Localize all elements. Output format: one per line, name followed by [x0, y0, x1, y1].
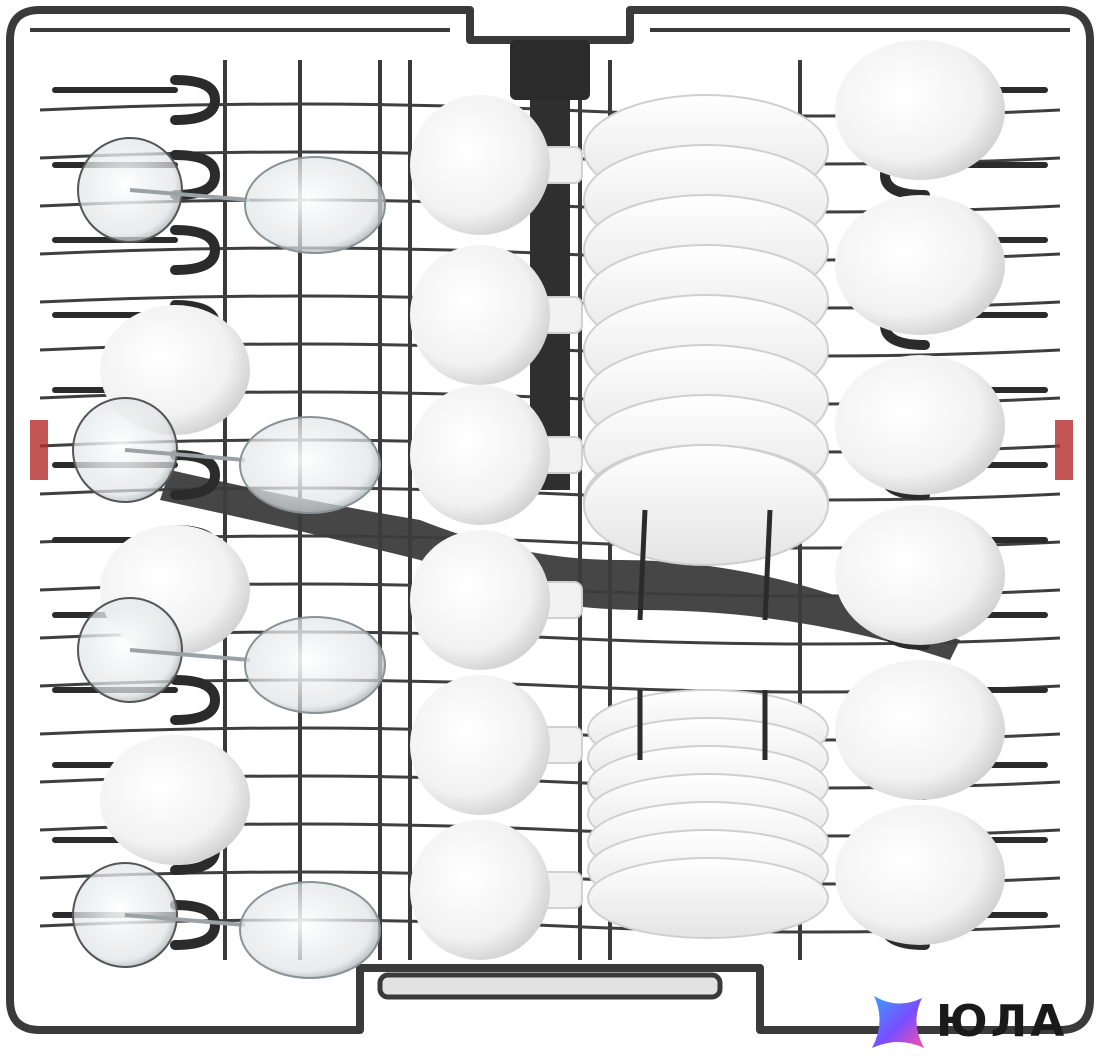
tine-loop [170, 900, 221, 950]
bowl [100, 735, 250, 865]
watermark-text: ЮЛА [936, 996, 1068, 1047]
cup [835, 660, 1005, 800]
right-cups [835, 40, 1005, 945]
cup [410, 820, 583, 960]
wine-glass [77, 597, 386, 714]
plate-holder-pin [637, 509, 648, 621]
cup [410, 530, 583, 670]
cup [410, 675, 583, 815]
rack-frame [6, 6, 1094, 1034]
wine-glass [72, 862, 381, 979]
cup [835, 195, 1005, 335]
wine-glasses [72, 137, 386, 979]
watermark: ЮЛА [868, 992, 1092, 1052]
tine-loop [170, 75, 221, 125]
wine-glass [77, 137, 386, 254]
tine-loop [170, 675, 221, 725]
cup [410, 245, 583, 385]
rack-top-clip [510, 40, 590, 100]
tine-loop [170, 225, 221, 275]
plate-holder-pin [762, 509, 773, 621]
tine-loop [170, 150, 221, 200]
yula-star-logo-icon [872, 996, 924, 1048]
spray-arm [160, 470, 960, 660]
left-bowls [100, 305, 250, 865]
left-red-accent [30, 420, 48, 480]
small-plate [587, 857, 829, 939]
cup [835, 40, 1005, 180]
wine-glass [72, 397, 381, 514]
cup [410, 95, 583, 235]
rack-handle [377, 972, 723, 1000]
stacked-plates [583, 94, 829, 939]
plate [583, 444, 829, 566]
cup [835, 805, 1005, 945]
cup [835, 355, 1005, 495]
cup [410, 385, 583, 525]
center-cups [410, 95, 583, 960]
cup [835, 505, 1005, 645]
right-red-accent [1055, 420, 1073, 480]
